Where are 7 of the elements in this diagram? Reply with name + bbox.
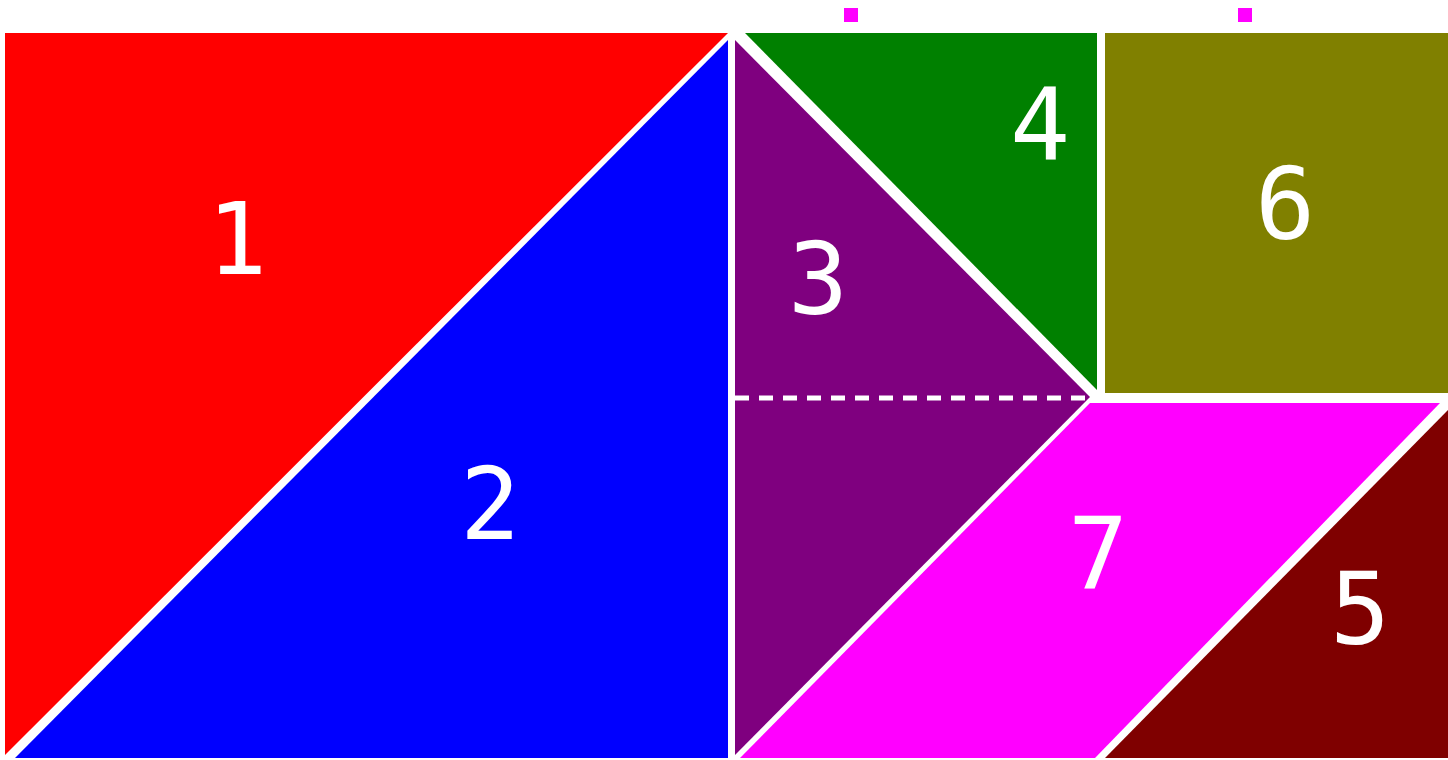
piece-number: 7 <box>1067 505 1129 605</box>
piece-number: 3 <box>787 230 849 330</box>
piece-number: 5 <box>1329 560 1391 660</box>
piece-number: 2 <box>459 455 521 555</box>
piece-number: 4 <box>1009 75 1071 175</box>
piece-number: 1 <box>206 190 268 290</box>
piece-number: 6 <box>1254 155 1316 255</box>
